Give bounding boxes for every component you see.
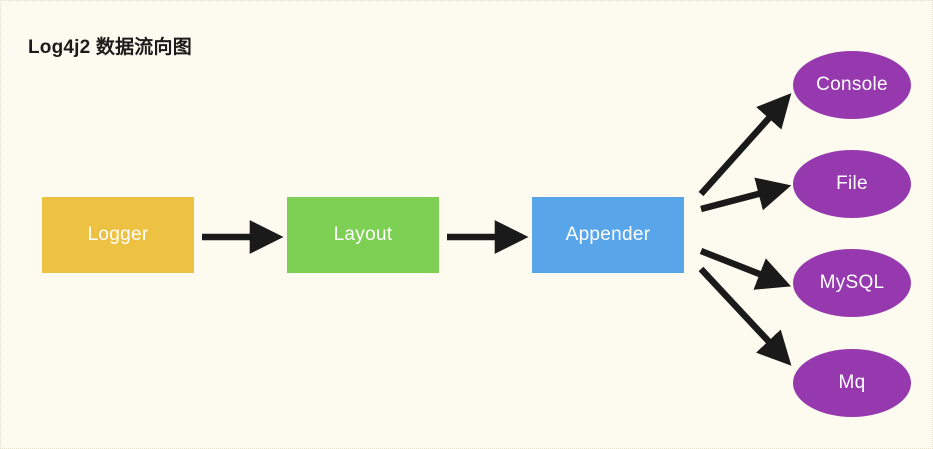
edge-appender-to-mq bbox=[698, 266, 792, 366]
node-logger[interactable]: Logger bbox=[42, 197, 194, 273]
node-layout[interactable]: Layout bbox=[287, 197, 439, 273]
node-appender[interactable]: Appender bbox=[532, 197, 684, 273]
edge-appender-to-mysql bbox=[699, 247, 792, 290]
edge-appender-to-file bbox=[700, 177, 792, 213]
node-label: Mq bbox=[838, 372, 866, 393]
node-label: Appender bbox=[565, 224, 651, 245]
node-console[interactable]: Console bbox=[793, 51, 911, 119]
node-mysql[interactable]: MySQL bbox=[793, 249, 911, 317]
node-label: File bbox=[836, 173, 868, 194]
node-mq[interactable]: Mq bbox=[793, 349, 911, 417]
node-label: Console bbox=[816, 74, 888, 95]
node-label: Logger bbox=[87, 224, 149, 245]
node-label: Layout bbox=[333, 224, 393, 245]
node-label: MySQL bbox=[819, 272, 885, 293]
diagram-title: Log4j2 数据流向图 bbox=[28, 37, 192, 58]
node-file[interactable]: File bbox=[793, 150, 911, 218]
edge-appender-to-console bbox=[698, 93, 792, 197]
